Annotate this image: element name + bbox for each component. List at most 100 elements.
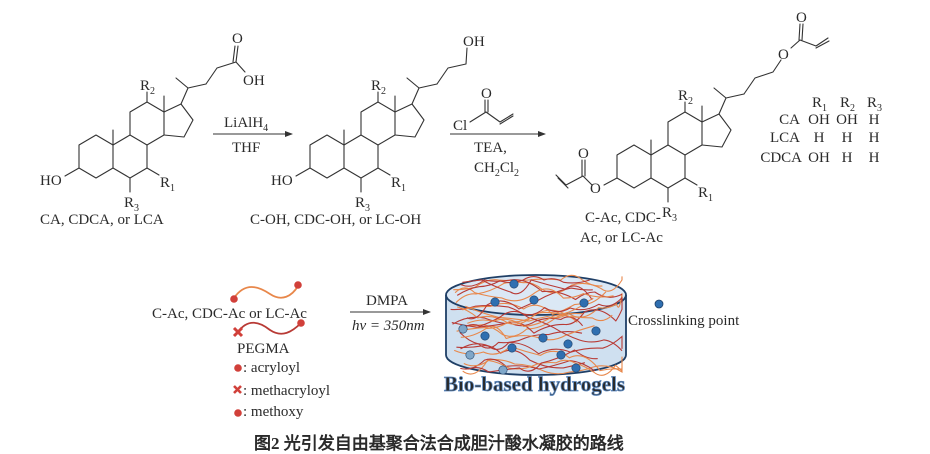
figure-caption: 图2 光引发自由基聚合法合成胆汁酸水凝胶的路线	[254, 433, 624, 453]
crosslinking-point	[480, 331, 490, 341]
polymer-chain	[453, 345, 623, 372]
pegma-label: PEGMA	[237, 341, 290, 357]
svg-text:H: H	[869, 130, 880, 146]
r2-label: R2	[371, 78, 386, 97]
polymer-chain	[462, 297, 594, 316]
substituent-table: R1 R2 R3 CA OH OH H LCA H H H CDCA OH H …	[760, 95, 882, 166]
crosslinking-point	[538, 333, 548, 343]
methoxy-end-icon	[297, 319, 305, 327]
crosslink-legend: Crosslinking point	[628, 299, 740, 329]
crosslinking-point	[556, 350, 566, 360]
legend-methoxy: : methoxy	[234, 404, 304, 420]
crosslinking-point	[529, 295, 539, 305]
molecule-bile-acid: HO O OH R2 R1 R3 CA, CDCA, or LCA	[40, 31, 265, 228]
monomer-section: C-Ac, CDC-Ac or LC-Ac PEGMA : acryloyl :…	[152, 281, 330, 420]
crosslinks	[458, 279, 601, 375]
crosslinking-point	[465, 350, 475, 360]
carbonyl-o-label: O	[232, 31, 243, 47]
polymer-chain	[462, 279, 593, 301]
table-row: CA OH OH H	[779, 112, 879, 128]
polymer-chain	[460, 279, 623, 301]
compound-name-alcohol: C-OH, CDC-OH, or LC-OH	[250, 212, 421, 228]
svg-text:CDCA: CDCA	[760, 150, 802, 166]
dot-icon	[234, 409, 242, 417]
hydrogel-title: Bio-based hydrogels	[444, 372, 625, 396]
svg-text:H: H	[869, 112, 880, 128]
molecule-diacrylate: O O O O R2 R1 R3	[555, 10, 830, 224]
compound-name-start: CA, CDCA, or LCA	[40, 212, 164, 228]
reagent-tea: TEA,	[474, 140, 507, 156]
table-row: CDCA OH H H	[760, 150, 879, 166]
crosslinking-point	[458, 324, 468, 334]
ester-o-right: O	[778, 47, 789, 63]
solvent-dcm: CH2Cl2	[474, 160, 519, 179]
svg-text:H: H	[842, 150, 853, 166]
reaction-arrow-photopolymerization: DMPA hv = 350nm	[350, 293, 431, 334]
polymer-chain	[450, 304, 623, 352]
diacrylate-chain	[233, 285, 299, 299]
methacryloyl-end-icon	[232, 326, 244, 338]
reagent-o: O	[481, 86, 492, 102]
crosslinking-point	[579, 298, 589, 308]
r3-label: R3	[662, 205, 677, 224]
svg-text:OH: OH	[808, 112, 830, 128]
r1-label: R1	[160, 175, 175, 194]
table-header-r1: R1	[812, 95, 827, 114]
compound-name-acrylate-1: C-Ac, CDC-	[585, 210, 661, 226]
svg-text:OH: OH	[808, 150, 830, 166]
legend-methacryloyl: : methacryloyl	[233, 383, 330, 399]
reaction-arrow-acrylation: Cl O TEA, CH2Cl2	[450, 86, 546, 179]
pegma-chain	[237, 321, 302, 335]
legend-acryloyl: : acryloyl	[234, 360, 300, 376]
svg-text:: methoxy: : methoxy	[243, 404, 304, 420]
r3-label: R3	[355, 195, 370, 214]
crosslinking-point	[507, 343, 517, 353]
cross-icon	[233, 385, 242, 394]
terminal-oh-label: OH	[463, 34, 485, 50]
r1-label: R1	[698, 185, 713, 204]
crosslinking-point	[591, 326, 601, 336]
svg-text:H: H	[814, 130, 825, 146]
molecule-alcohol: HO OH R2 R1 R3	[271, 34, 485, 214]
solvent-thf: THF	[232, 140, 260, 156]
svg-text:H: H	[869, 150, 880, 166]
polymer-network	[450, 274, 623, 376]
hydrogel-illustration: Bio-based hydrogels	[444, 274, 627, 396]
polymer-chain	[452, 298, 623, 334]
carbonyl-o-right: O	[796, 10, 807, 26]
ho-label: HO	[271, 173, 293, 189]
svg-text:H: H	[842, 130, 853, 146]
svg-text:CA: CA	[779, 112, 800, 128]
r2-label: R2	[678, 88, 693, 107]
acryloyl-end-icon	[294, 281, 302, 289]
r3-label: R3	[124, 195, 139, 214]
polymer-chain	[460, 309, 583, 338]
polymer-chain	[463, 359, 623, 376]
carbonyl-o-left: O	[578, 146, 589, 162]
svg-text:: methacryloyl: : methacryloyl	[243, 383, 330, 399]
dot-icon	[234, 364, 242, 372]
crosslinking-point	[498, 365, 508, 375]
svg-text:OH: OH	[836, 112, 858, 128]
crosslink-legend-label: Crosslinking point	[628, 313, 740, 329]
crosslinking-point	[563, 339, 573, 349]
reagent-dmpa: DMPA	[366, 293, 408, 309]
ho-label: HO	[40, 173, 62, 189]
polymer-chain	[456, 276, 590, 296]
table-header-r3: R3	[867, 95, 882, 114]
polymer-chain	[460, 335, 623, 355]
reagent-cl: Cl	[453, 118, 467, 134]
polymer-chain	[454, 287, 614, 302]
crosslink-point-icon	[654, 299, 664, 309]
acid-oh-label: OH	[243, 73, 265, 89]
svg-text:LCA: LCA	[770, 130, 800, 146]
polymer-chain	[460, 296, 623, 331]
r1-label: R1	[391, 175, 406, 194]
polymer-chain	[467, 349, 598, 373]
ester-o-left: O	[590, 181, 601, 197]
table-row: LCA H H H	[770, 130, 880, 146]
table-header-r2: R2	[840, 95, 855, 114]
irradiation-condition: hv = 350nm	[352, 318, 425, 334]
r2-label: R2	[140, 78, 155, 97]
